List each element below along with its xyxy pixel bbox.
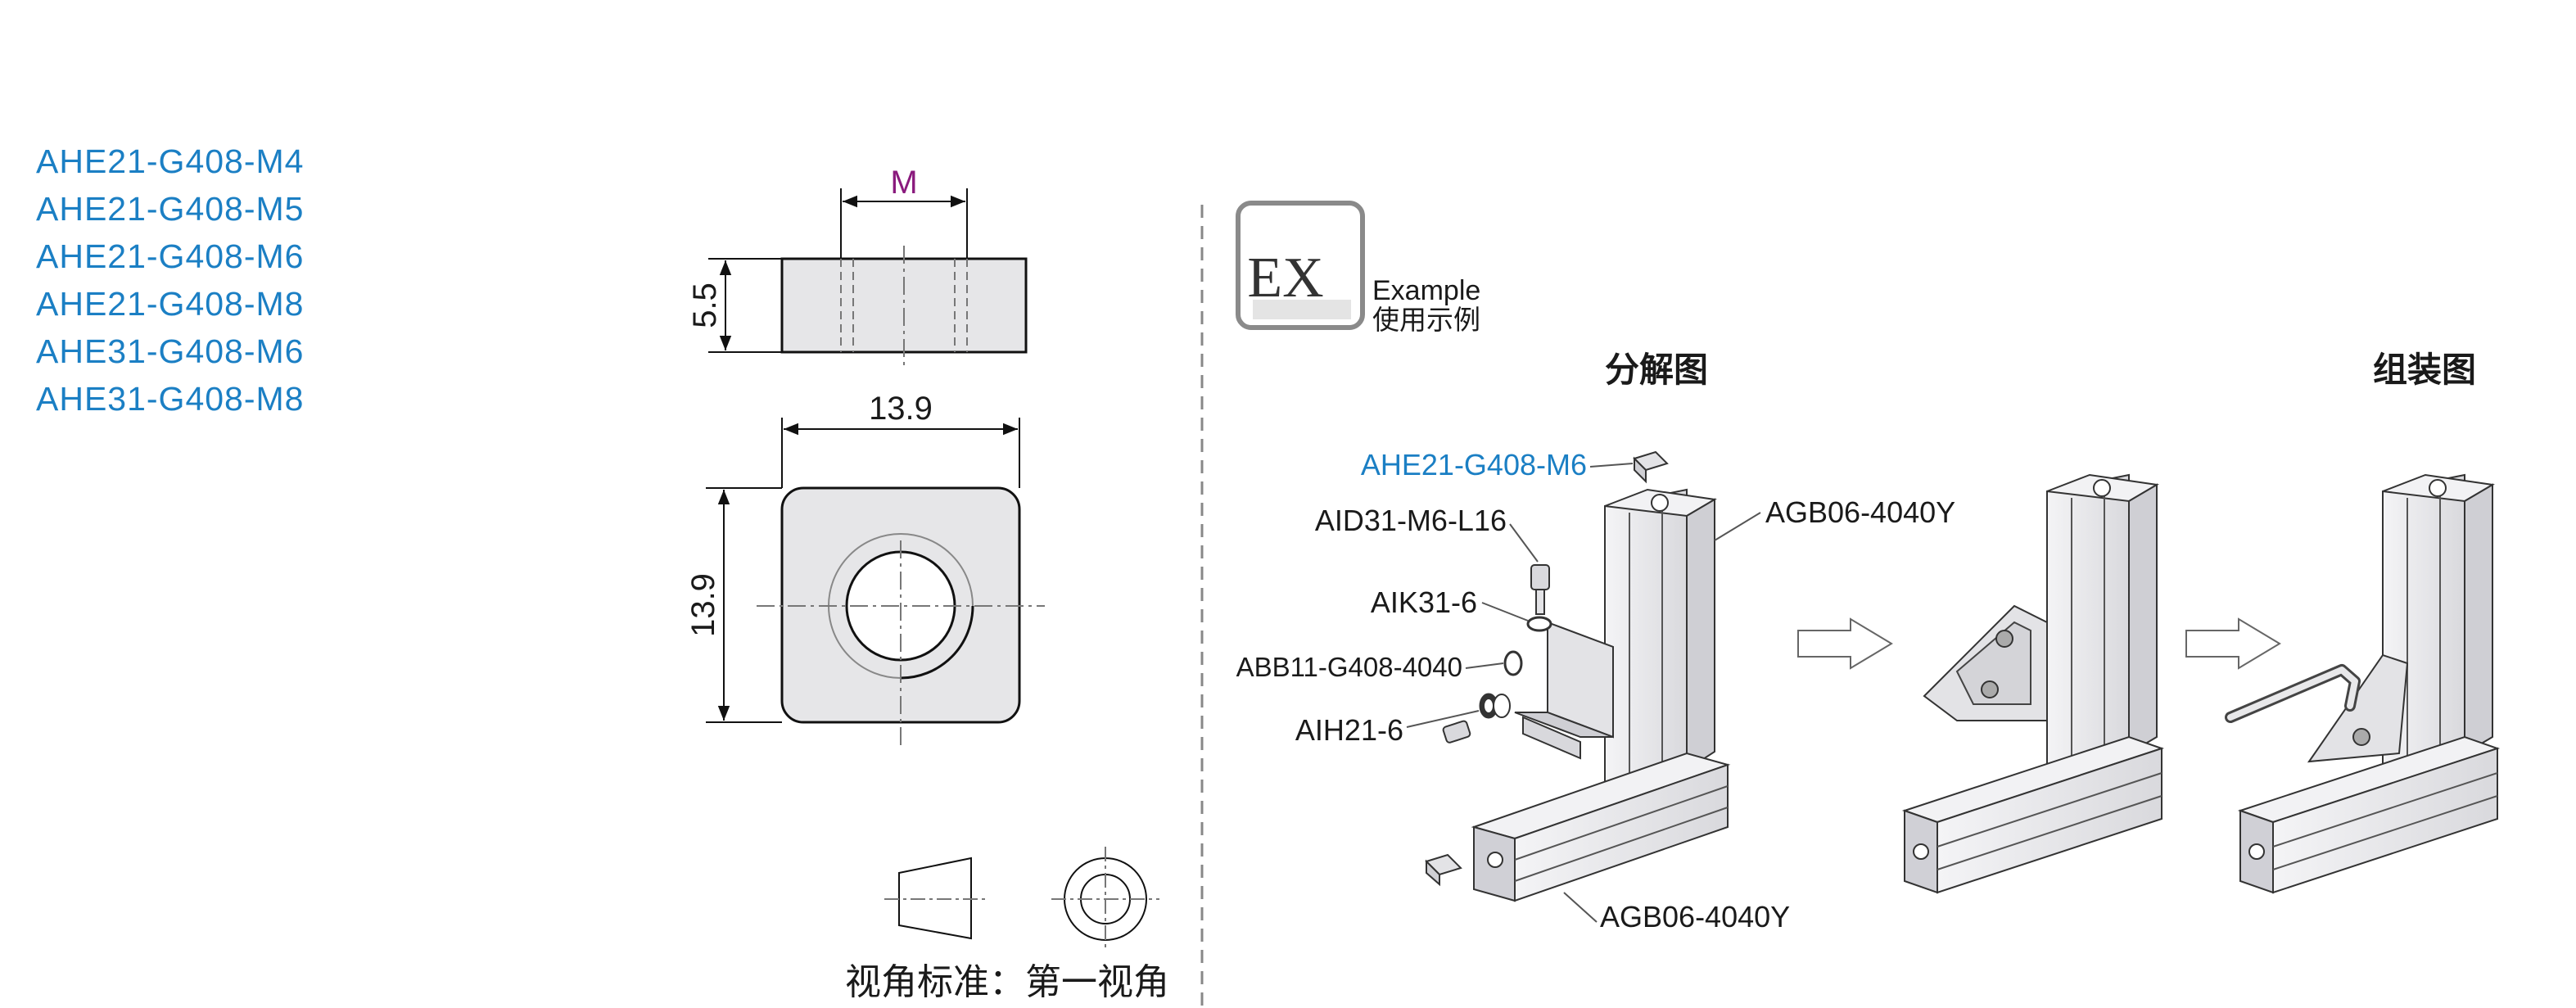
model-item: AHE21-G408-M5 <box>36 190 305 228</box>
intermediate-assembly <box>1901 473 2165 894</box>
label-bolt: AID31-M6-L16 <box>1315 504 1507 537</box>
example-label-en: Example <box>1372 275 1480 306</box>
dimension-m: M <box>890 165 917 201</box>
label-flat-washer: AIH21-6 <box>1295 713 1403 747</box>
label-bracket: ABB11-G408-4040 <box>1236 652 1462 682</box>
dimension-thickness: 5.5 <box>687 283 723 328</box>
assembled-view-title: 组装图 <box>2373 350 2476 390</box>
model-item: AHE21-G408-M4 <box>36 142 305 180</box>
nut-side-view: M 5.5 <box>687 165 1028 367</box>
exploded-assembly <box>1406 450 1761 923</box>
label-profile-horizontal: AGB06-4040Y <box>1600 900 1790 933</box>
projection-note: 视角标准：第一视角 <box>845 961 1169 1003</box>
dimension-width: 13.9 <box>869 391 933 427</box>
badge-text: EX <box>1247 246 1323 310</box>
projection-symbol <box>884 847 1159 951</box>
label-spring-washer: AIK31-6 <box>1371 585 1477 619</box>
final-assembly <box>2225 473 2501 894</box>
label-nut: AHE21-G408-M6 <box>1361 448 1587 481</box>
example-label-cn: 使用示例 <box>1372 304 1480 336</box>
model-item: AHE31-G408-M6 <box>36 332 305 370</box>
example-badge: EX <box>1236 201 1365 330</box>
model-item: AHE21-G408-M6 <box>36 237 305 275</box>
arrow-right-icon <box>2185 617 2281 670</box>
model-item: AHE31-G408-M8 <box>36 380 305 418</box>
arrow-right-icon <box>1797 617 1893 670</box>
dimension-height: 13.9 <box>685 573 721 637</box>
nut-top-view: 13.9 13.9 <box>685 391 1045 745</box>
model-item: AHE21-G408-M8 <box>36 285 305 323</box>
exploded-view-title: 分解图 <box>1605 350 1708 390</box>
model-list: AHE21-G408-M4 AHE21-G408-M5 AHE21-G408-M… <box>36 138 304 423</box>
label-profile-vertical: AGB06-4040Y <box>1765 495 1955 529</box>
